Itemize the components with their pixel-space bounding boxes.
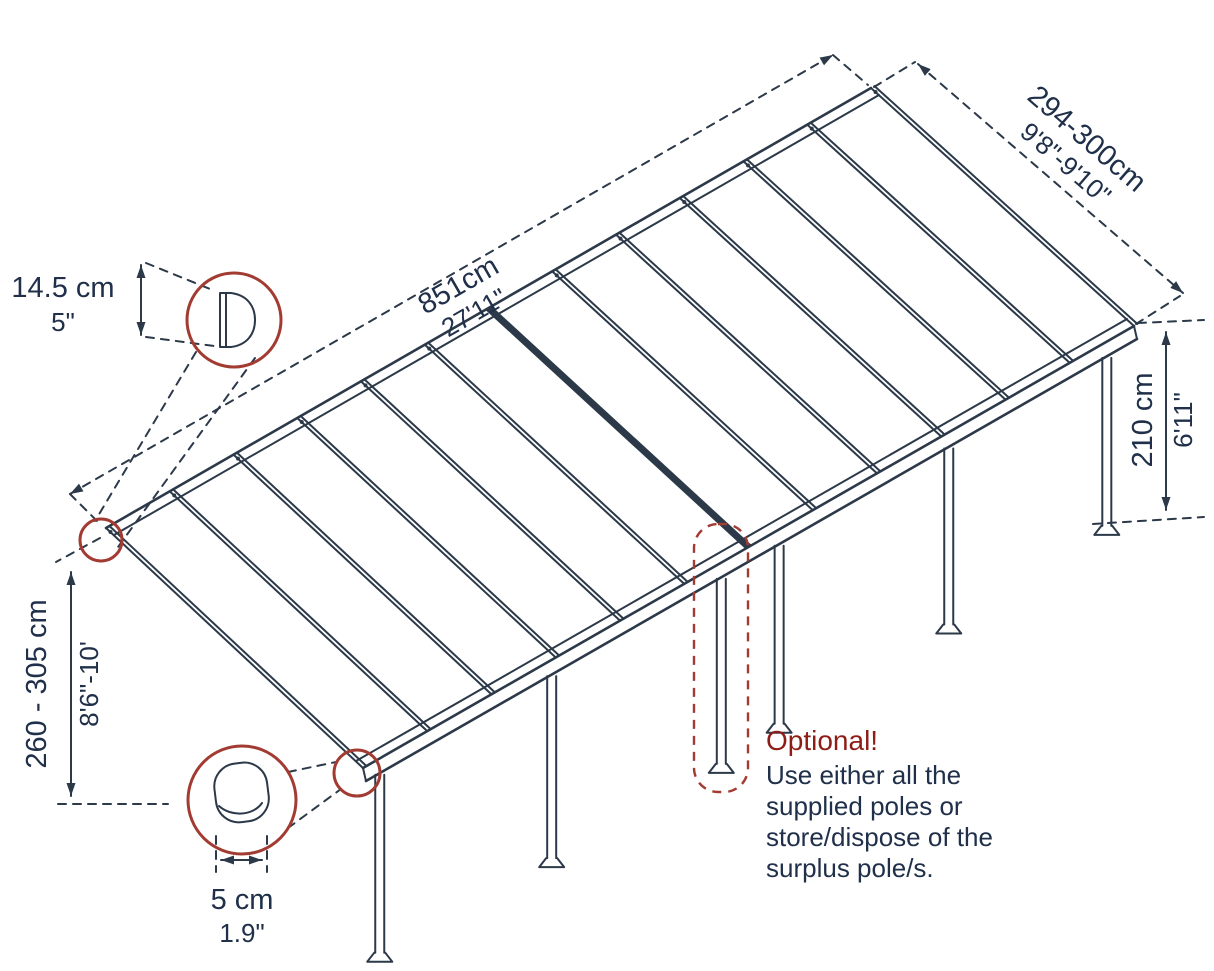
attach-height-metric: 260 - 305 cm: [21, 599, 53, 768]
post-foot: [765, 722, 793, 734]
dimension-lines: [55, 54, 1205, 873]
gutter-cap-left: [362, 767, 367, 782]
clearance-ext-top: [1137, 319, 1205, 324]
profile-ext-bottom: [145, 336, 215, 347]
dimension-labels: 851cm 27'11" 294-300cm 9'8"-9'10" 210 cm…: [11, 80, 1198, 948]
profile-zoom-line-1: [94, 351, 197, 522]
detail-callouts: [78, 271, 750, 856]
post-foot: [366, 951, 394, 963]
optional-pole-highlight: [692, 522, 750, 794]
note-title: Optional!: [766, 725, 878, 756]
attach-ext-top: [55, 537, 101, 563]
gutter-bottom: [364, 337, 1139, 783]
profile-height-imperial: 5": [51, 307, 75, 337]
pole-top-circle: [332, 748, 382, 798]
gutter-cap-right: [1133, 325, 1138, 340]
depth-dim-arrow: [917, 63, 1184, 294]
post-foot: [935, 623, 963, 635]
pole-width-imperial: 1.9": [219, 918, 264, 948]
depth-ext-top: [873, 61, 916, 88]
gutter-corner-circle: [78, 517, 124, 563]
support-posts: [366, 356, 1121, 963]
profile-zoom-line-2: [117, 357, 256, 548]
pole-profile-detail-circle: [186, 744, 298, 856]
length-ext-right: [832, 54, 869, 86]
profile-ext-top: [145, 262, 216, 292]
depth-ext-bottom: [1135, 295, 1181, 325]
profile-height-metric: 14.5 cm: [11, 272, 114, 304]
note-line-3: store/dispose of the: [766, 822, 993, 852]
length-dim-arrow: [69, 54, 834, 495]
post-foot: [707, 762, 735, 774]
pole-zoom-line-1: [287, 761, 337, 773]
post-foot: [538, 857, 566, 869]
optional-note: Optional! Use either all the supplied po…: [766, 725, 993, 883]
pole-zoom-line-2: [287, 788, 342, 829]
clearance-ext-bottom: [1092, 516, 1205, 525]
gutter-profile-detail-circle: [185, 271, 283, 369]
pole-profile-icon-inner: [218, 802, 263, 815]
clearance-metric: 210 cm: [1127, 372, 1159, 467]
clearance-imperial: 6'11": [1168, 392, 1198, 448]
pole-width-metric: 5 cm: [211, 884, 274, 916]
note-line-2: supplied poles or: [766, 791, 963, 821]
attach-height-imperial: 8'6"-10': [74, 641, 104, 727]
gutter-profile-icon: [219, 292, 256, 348]
post-foot: [1093, 524, 1121, 536]
pole-profile-icon: [213, 761, 270, 824]
note-line-1: Use either all the: [766, 760, 961, 790]
roof-structure: [104, 85, 1139, 783]
note-line-4: surplus pole/s.: [766, 853, 934, 883]
